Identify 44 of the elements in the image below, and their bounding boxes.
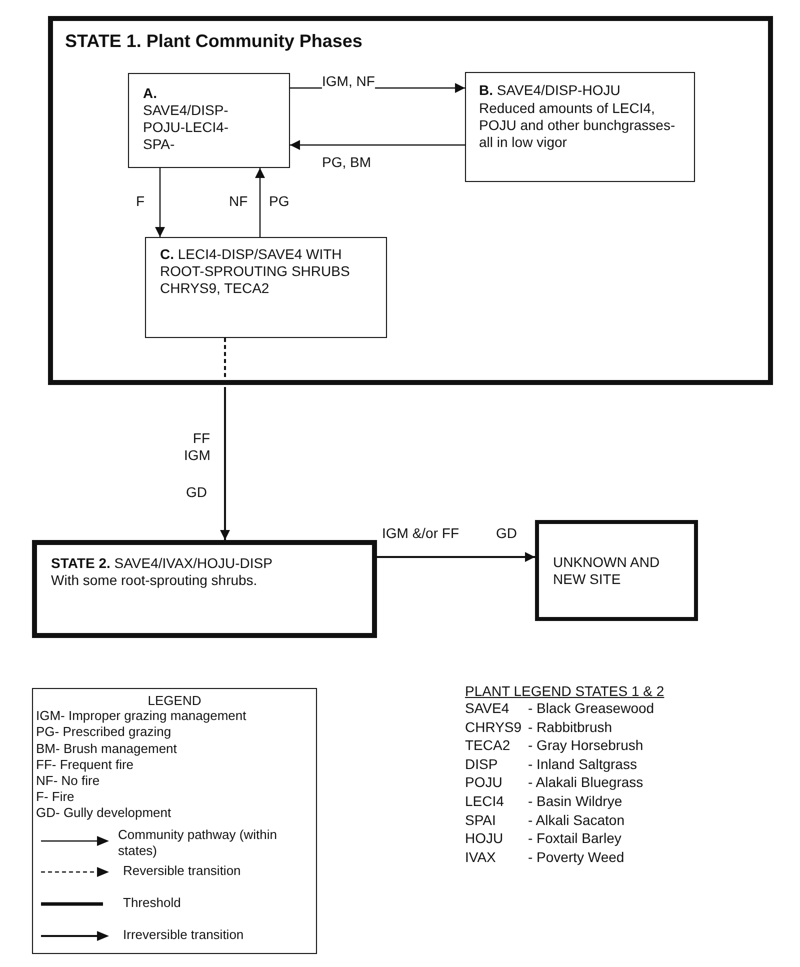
table-cell: - Poverty Weed bbox=[528, 848, 624, 866]
legend-entry: GD- Gully development bbox=[36, 805, 172, 821]
arrow bbox=[377, 552, 535, 562]
legend-entry: NF- No fire bbox=[36, 773, 100, 789]
table-cell: - Alkali Sacaton bbox=[528, 812, 624, 828]
legend-entry: F- Fire bbox=[36, 789, 74, 805]
phase-box bbox=[465, 72, 695, 182]
phase-text: C. LECI4-DISP/SAVE4 WITH ROOT-SPROUTING SHRUBS CHRYS9, TECA2 bbox=[160, 246, 351, 296]
table-cell: - Alakali Bluegrass bbox=[528, 774, 644, 792]
phase-letter: A. bbox=[143, 85, 158, 102]
legend-text: Community pathway (within states) bbox=[118, 827, 278, 858]
table-cell: - Rabbitbrush bbox=[528, 718, 612, 736]
table-cell: - Foxtail Barley bbox=[528, 830, 622, 847]
phase-box bbox=[145, 237, 387, 338]
state-text: With some root-sprouting shrubs. bbox=[51, 572, 258, 589]
phase-box bbox=[128, 73, 290, 168]
state-box bbox=[48, 16, 773, 385]
arrow bbox=[155, 168, 165, 237]
site-box bbox=[535, 520, 698, 621]
legend-box bbox=[32, 688, 317, 954]
legend-text: Threshold bbox=[123, 895, 182, 911]
phase-text: SAVE4/DISP- POJU-LECI4- SPA- bbox=[143, 102, 230, 152]
legend-entry: IGM- Improper grazing management bbox=[36, 708, 246, 724]
arrow bbox=[290, 140, 465, 150]
legend-entry: FF- Frequent fire bbox=[36, 756, 134, 772]
legend-entry: PG- Prescribed grazing bbox=[36, 724, 172, 740]
phase-heading: B. SAVE4/DISP-HOJU bbox=[479, 82, 622, 99]
arrow bbox=[220, 338, 230, 540]
table-cell: - Inland Saltgrass bbox=[528, 756, 637, 773]
legend-heading: LEGEND bbox=[146, 693, 202, 709]
state-heading: STATE 1. Plant Community Phases bbox=[65, 31, 364, 53]
table-cell: - Gray Horsebrush bbox=[528, 737, 644, 754]
legend-text: Irreversible transition bbox=[123, 927, 245, 943]
legend-entry: BM- Brush management bbox=[36, 740, 177, 756]
arrow bbox=[255, 168, 265, 237]
state-heading: STATE 2. SAVE4/IVAX/HOJU-DISP bbox=[51, 555, 274, 572]
phase-text: Reduced amounts of LECI4, POJU and other bunchgrasses-all in low vigor bbox=[479, 100, 676, 150]
edge-label: IGM, NF bbox=[322, 73, 375, 90]
legend-text: Reversible transition bbox=[123, 863, 242, 879]
table-heading: PLANT LEGEND STATES 1 & 2 bbox=[465, 683, 664, 700]
state-box bbox=[32, 540, 377, 638]
edge-label: PG, BM bbox=[322, 154, 372, 171]
site-text: UNKNOWN AND NEW SITE bbox=[553, 554, 661, 588]
table-cell: - Basin Wildrye bbox=[528, 793, 622, 810]
